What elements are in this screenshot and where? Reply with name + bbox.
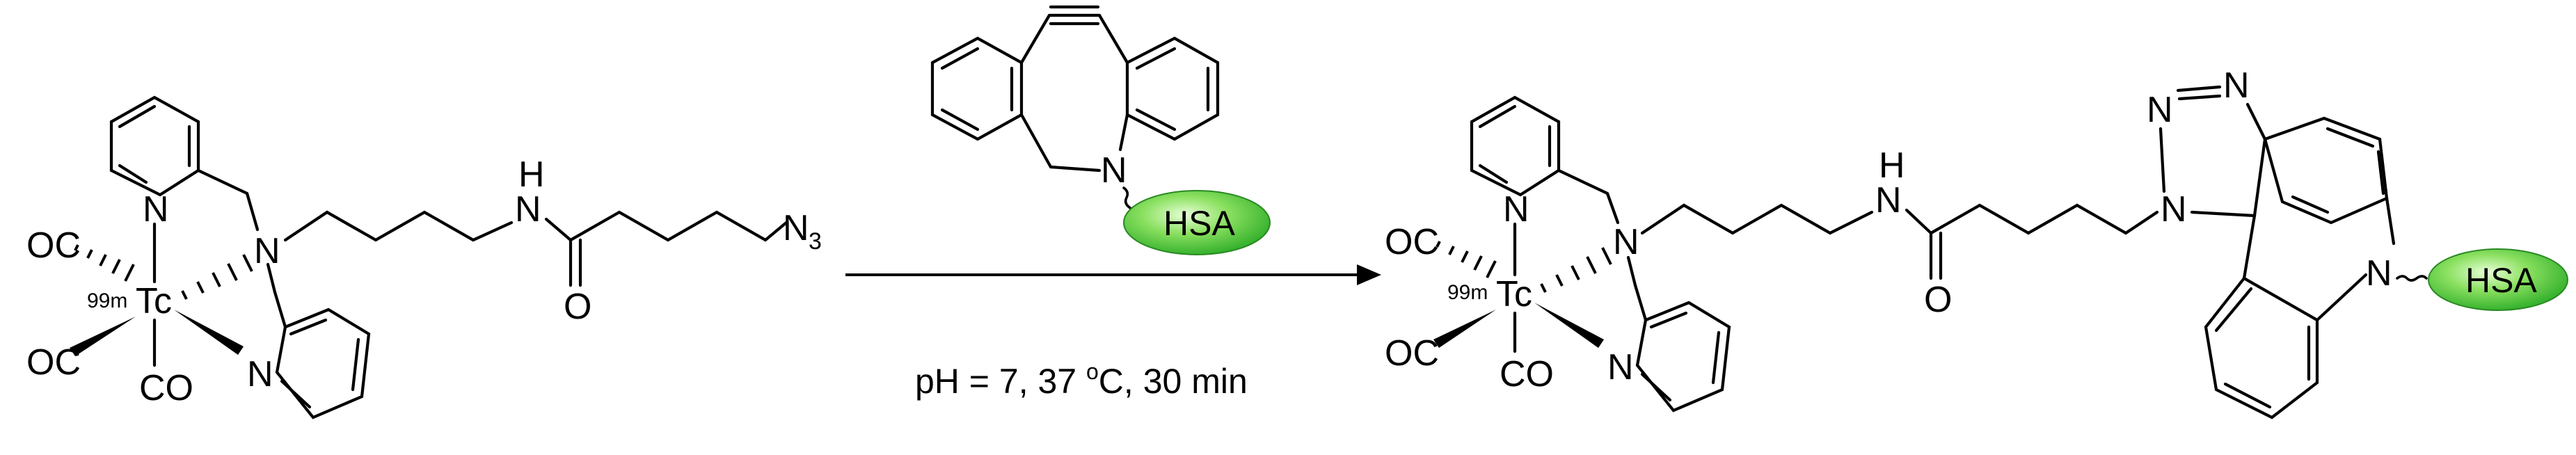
reagent-hsa-label: HSA	[1163, 204, 1235, 243]
reactant-tc: Tc	[136, 281, 172, 321]
reagent-n: N	[1101, 150, 1127, 191]
product-hsa-ellipse	[2428, 248, 2568, 311]
product-tc: Tc	[1496, 274, 1532, 314]
product-hash-oc	[1436, 241, 1497, 278]
product-amide-h: H	[1879, 145, 1905, 186]
product-ring-n: N	[2366, 253, 2392, 294]
dibo-reagent: N HSA	[930, 5, 1271, 255]
product-co-bottom: CO	[1500, 354, 1554, 394]
product-oc-top: OC	[1385, 222, 1439, 262]
reactant-hash-amine	[181, 254, 253, 300]
product-amide-n: N	[1875, 180, 1902, 221]
product-triazole-n3: N	[2223, 65, 2250, 106]
product-hsa-label: HSA	[2465, 261, 2537, 300]
upper-pyridine-ring	[109, 95, 200, 197]
reactant-isotope: 99m	[87, 289, 127, 312]
lower-pyridine-n: N	[247, 354, 273, 394]
reactant-hash-oc	[74, 244, 135, 282]
product-amine-n: N	[1613, 222, 1639, 262]
product-upper-pyridine-n: N	[1503, 189, 1529, 230]
reactant-amide-n: N	[515, 189, 541, 230]
reagent-hsa-ellipse	[1123, 190, 1271, 255]
product-isotope: 99m	[1447, 281, 1488, 304]
conditions-text: pH = 7, 37 oC, 30 min	[915, 359, 1248, 401]
reaction-arrow	[845, 264, 1381, 285]
product-lower-pyridine-n: N	[1607, 347, 1634, 388]
product-amide-o: O	[1924, 280, 1952, 320]
reactant-oc-top: OC	[26, 225, 81, 266]
reactant-amide-o: O	[564, 287, 591, 327]
reactant-co-bottom: CO	[139, 368, 193, 408]
product-triazole-n1: N	[2161, 189, 2187, 230]
reactant-azide-sub: 3	[809, 228, 822, 255]
reactant-azide-n: N	[783, 208, 809, 248]
product-triazole-n2: N	[2147, 90, 2173, 130]
product-complex: N N 99m Tc CO OC OC N	[1385, 65, 2568, 420]
product-hash-amine	[1540, 247, 1612, 293]
upper-pyridine-n: N	[143, 189, 169, 230]
product-oc-bottom: OC	[1385, 333, 1439, 374]
reactant-oc-bottom: OC	[26, 342, 81, 383]
reactant-complex: N N 99m Tc CO OC OC	[26, 95, 822, 420]
lower-pyridine-ring	[275, 308, 371, 420]
reactant-amide-h: H	[518, 154, 545, 195]
